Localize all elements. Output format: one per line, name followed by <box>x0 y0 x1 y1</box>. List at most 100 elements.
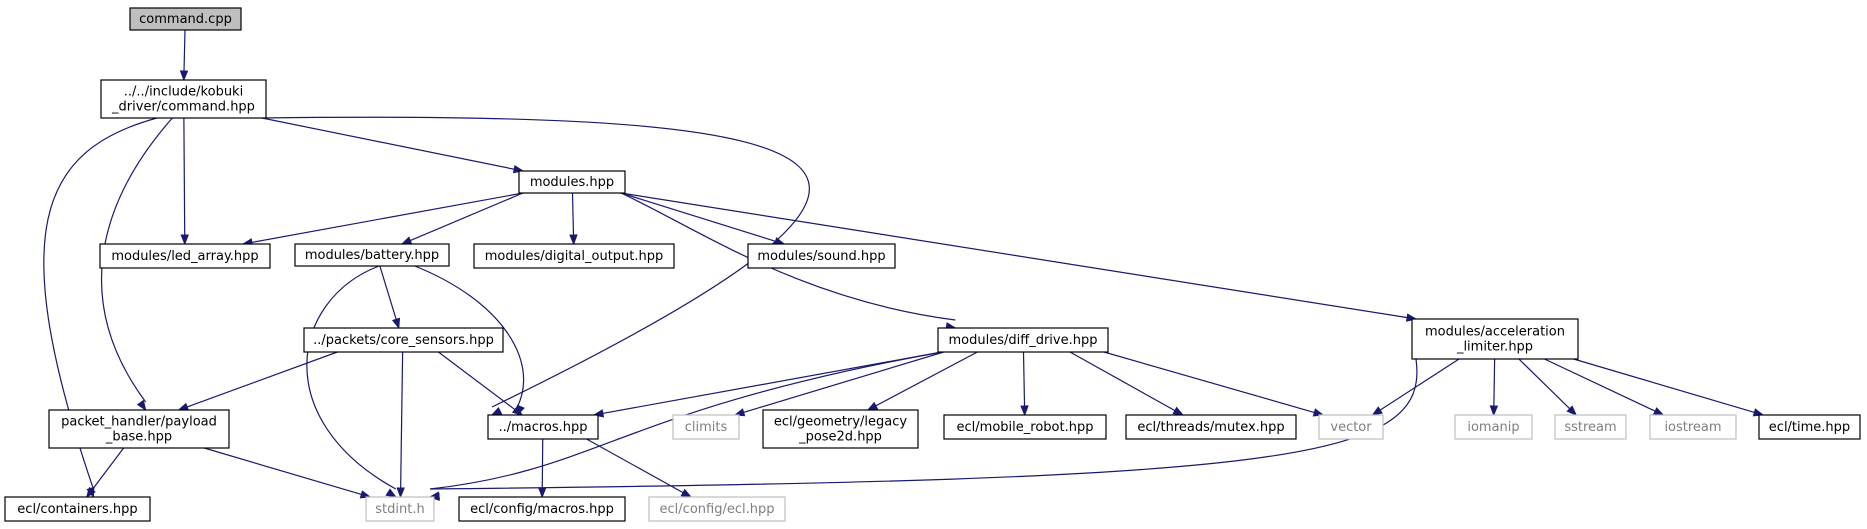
edge-accel_limiter-to-ecl_time <box>1573 358 1765 417</box>
edge-line <box>185 351 338 408</box>
edges-layer <box>43 29 1765 502</box>
edge-macros_hpp-to-config_ecl <box>586 438 693 498</box>
node-box <box>747 243 896 269</box>
edge-battery-to-stdint <box>306 265 397 498</box>
edge-line <box>400 351 404 490</box>
node-command-cpp[interactable]: command.cpp <box>129 7 242 31</box>
node-containers[interactable]: ecl/containers.hpp <box>4 496 151 522</box>
node-config-macros[interactable]: ecl/config/macros.hpp <box>458 496 626 522</box>
edge-arrowhead <box>569 234 578 246</box>
edge-line <box>1069 351 1177 412</box>
node-label: packet_handler/payload <box>61 415 217 430</box>
edge-line <box>620 192 1409 319</box>
node-ecl-time[interactable]: ecl/time.hpp <box>1758 414 1861 440</box>
edge-line <box>204 447 363 496</box>
node-config-ecl[interactable]: ecl/config/ecl.hpp <box>648 496 786 522</box>
node-label: ../packets/core_sensors.hpp <box>313 333 494 348</box>
edge-line <box>91 447 125 491</box>
edge-command_hpp-to-led_array <box>180 117 189 246</box>
edge-line <box>261 117 516 170</box>
node-label: ecl/geometry/legacy <box>774 415 907 430</box>
node-label: modules/battery.hpp <box>305 248 439 263</box>
node-battery[interactable]: modules/battery.hpp <box>294 243 450 267</box>
node-command-hpp[interactable]: ../../include/kobuki_driver/command.hpp <box>100 79 267 119</box>
node-sound[interactable]: modules/sound.hpp <box>747 243 896 269</box>
node-label: ecl/mobile_robot.hpp <box>957 420 1094 435</box>
node-sstream[interactable]: sstream <box>1554 414 1627 440</box>
node-label: _driver/command.hpp <box>111 100 255 115</box>
node-box <box>303 327 504 353</box>
edge-arrowhead <box>85 486 96 499</box>
edge-line <box>620 192 777 243</box>
node-label: _base.hpp <box>105 430 172 445</box>
edge-arrowhead <box>1020 405 1029 417</box>
node-payload-base[interactable]: packet_handler/payload_base.hpp <box>48 409 230 449</box>
node-modules-hpp[interactable]: modules.hpp <box>518 170 626 194</box>
node-diff-drive[interactable]: modules/diff_drive.hpp <box>937 327 1109 353</box>
node-box <box>1411 318 1579 360</box>
node-box <box>458 496 626 522</box>
edge-battery-to-core_sensors <box>379 265 401 330</box>
node-label: modules/acceleration <box>1425 325 1565 340</box>
node-mobile-robot[interactable]: ecl/mobile_robot.hpp <box>943 414 1107 440</box>
edge-arrowhead <box>391 317 401 330</box>
node-climits[interactable]: climits <box>672 414 740 440</box>
edge-arrowhead <box>1566 405 1578 416</box>
edge-accel_limiter-to-sstream <box>1518 358 1578 416</box>
edge-arrowhead <box>1371 406 1383 416</box>
node-legacy-pose2d[interactable]: ecl/geometry/legacy_pose2d.hpp <box>762 409 919 449</box>
node-box <box>1125 414 1297 440</box>
edge-arrowhead <box>179 70 189 82</box>
edge-line <box>379 265 398 321</box>
node-macros-hpp[interactable]: ../macros.hpp <box>487 414 599 440</box>
edge-diff_drive-to-mobile_robot <box>1020 351 1029 417</box>
node-iomanip[interactable]: iomanip <box>1454 414 1533 440</box>
edge-arrowhead <box>490 406 503 416</box>
edge-modules_hpp-to-battery <box>400 192 524 245</box>
edge-command_cpp-to-command_hpp <box>179 29 189 82</box>
edge-line <box>586 438 685 494</box>
edge-line <box>438 351 517 411</box>
node-box <box>1649 414 1737 440</box>
edge-arrowhead <box>538 487 547 499</box>
edge-line <box>541 438 544 490</box>
node-digital-output[interactable]: modules/digital_output.hpp <box>473 243 675 269</box>
node-box <box>762 409 919 449</box>
node-stdint[interactable]: stdint.h <box>365 496 435 522</box>
node-box <box>4 496 151 522</box>
edge-modules_hpp-to-accel_limiter <box>620 192 1418 322</box>
node-box <box>129 7 242 31</box>
edge-core_sensors-to-macros_hpp <box>438 351 524 416</box>
node-label: ecl/threads/mutex.hpp <box>1137 420 1284 435</box>
edge-payload_base-to-stdint <box>204 447 372 499</box>
edge-arrowhead <box>180 234 189 246</box>
edge-arrowhead <box>385 488 397 498</box>
edge-arrowhead <box>1172 406 1185 416</box>
node-iostream[interactable]: iostream <box>1649 414 1737 440</box>
node-label: iostream <box>1664 420 1721 435</box>
edge-line <box>1103 351 1316 414</box>
edge-line <box>742 351 944 414</box>
node-box <box>518 170 626 194</box>
edge-line <box>261 116 810 408</box>
node-label: modules.hpp <box>530 175 614 190</box>
node-label: command.cpp <box>139 12 232 27</box>
node-box <box>473 243 675 269</box>
node-accel-limiter[interactable]: modules/acceleration_limiter.hpp <box>1411 318 1579 360</box>
node-box <box>100 79 267 119</box>
node-box <box>294 243 450 267</box>
node-label: climits <box>685 420 728 435</box>
edge-line <box>1518 358 1571 410</box>
edge-arrowhead <box>1752 408 1765 417</box>
node-box <box>1554 414 1627 440</box>
edge-arrowhead <box>400 236 413 245</box>
node-label: stdint.h <box>375 502 424 517</box>
node-box <box>1758 414 1861 440</box>
node-mutex[interactable]: ecl/threads/mutex.hpp <box>1125 414 1297 440</box>
node-led-array[interactable]: modules/led_array.hpp <box>99 243 271 269</box>
edge-arrowhead <box>680 488 693 498</box>
node-box <box>48 409 230 449</box>
node-core-sensors[interactable]: ../packets/core_sensors.hpp <box>303 327 504 353</box>
node-vector[interactable]: vector <box>1318 414 1384 440</box>
